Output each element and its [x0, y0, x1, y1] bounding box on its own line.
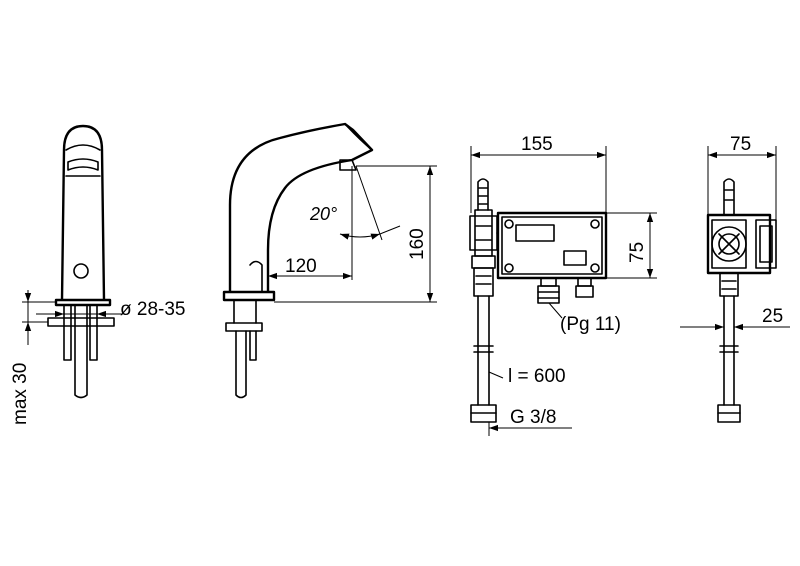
dim-max-height-label: max 30	[10, 363, 31, 425]
gland-label: (Pg 11)	[560, 314, 621, 335]
dim-box-height-75-label: 75	[627, 242, 648, 263]
dim-width-155-label: 155	[521, 134, 553, 155]
dim-diameter-label: ø 28-35	[120, 299, 185, 320]
control-box-front-view	[469, 178, 608, 423]
dim-side-width-75-label: 75	[730, 134, 751, 155]
faucet-side-view	[222, 122, 374, 399]
faucet-front-view	[47, 124, 115, 399]
control-box-dimensions: 155 75 (Pg 11) l = 600 G 3/8	[470, 134, 657, 436]
dim-projection-120-label: 120	[285, 256, 317, 277]
control-box-side-view	[706, 178, 777, 423]
dim-height-160-label: 160	[407, 228, 428, 260]
front-dimensions: ø 28-35 max 30	[10, 290, 185, 425]
side-dimensions: 160 120 20°	[268, 165, 437, 303]
hose-length-label: l = 600	[508, 366, 566, 387]
dim-angle-label: 20°	[309, 204, 337, 224]
control-box-side-dimensions: 75 25	[680, 134, 790, 335]
dim-offset-25-label: 25	[762, 306, 783, 327]
thread-label: G 3/8	[510, 407, 556, 428]
